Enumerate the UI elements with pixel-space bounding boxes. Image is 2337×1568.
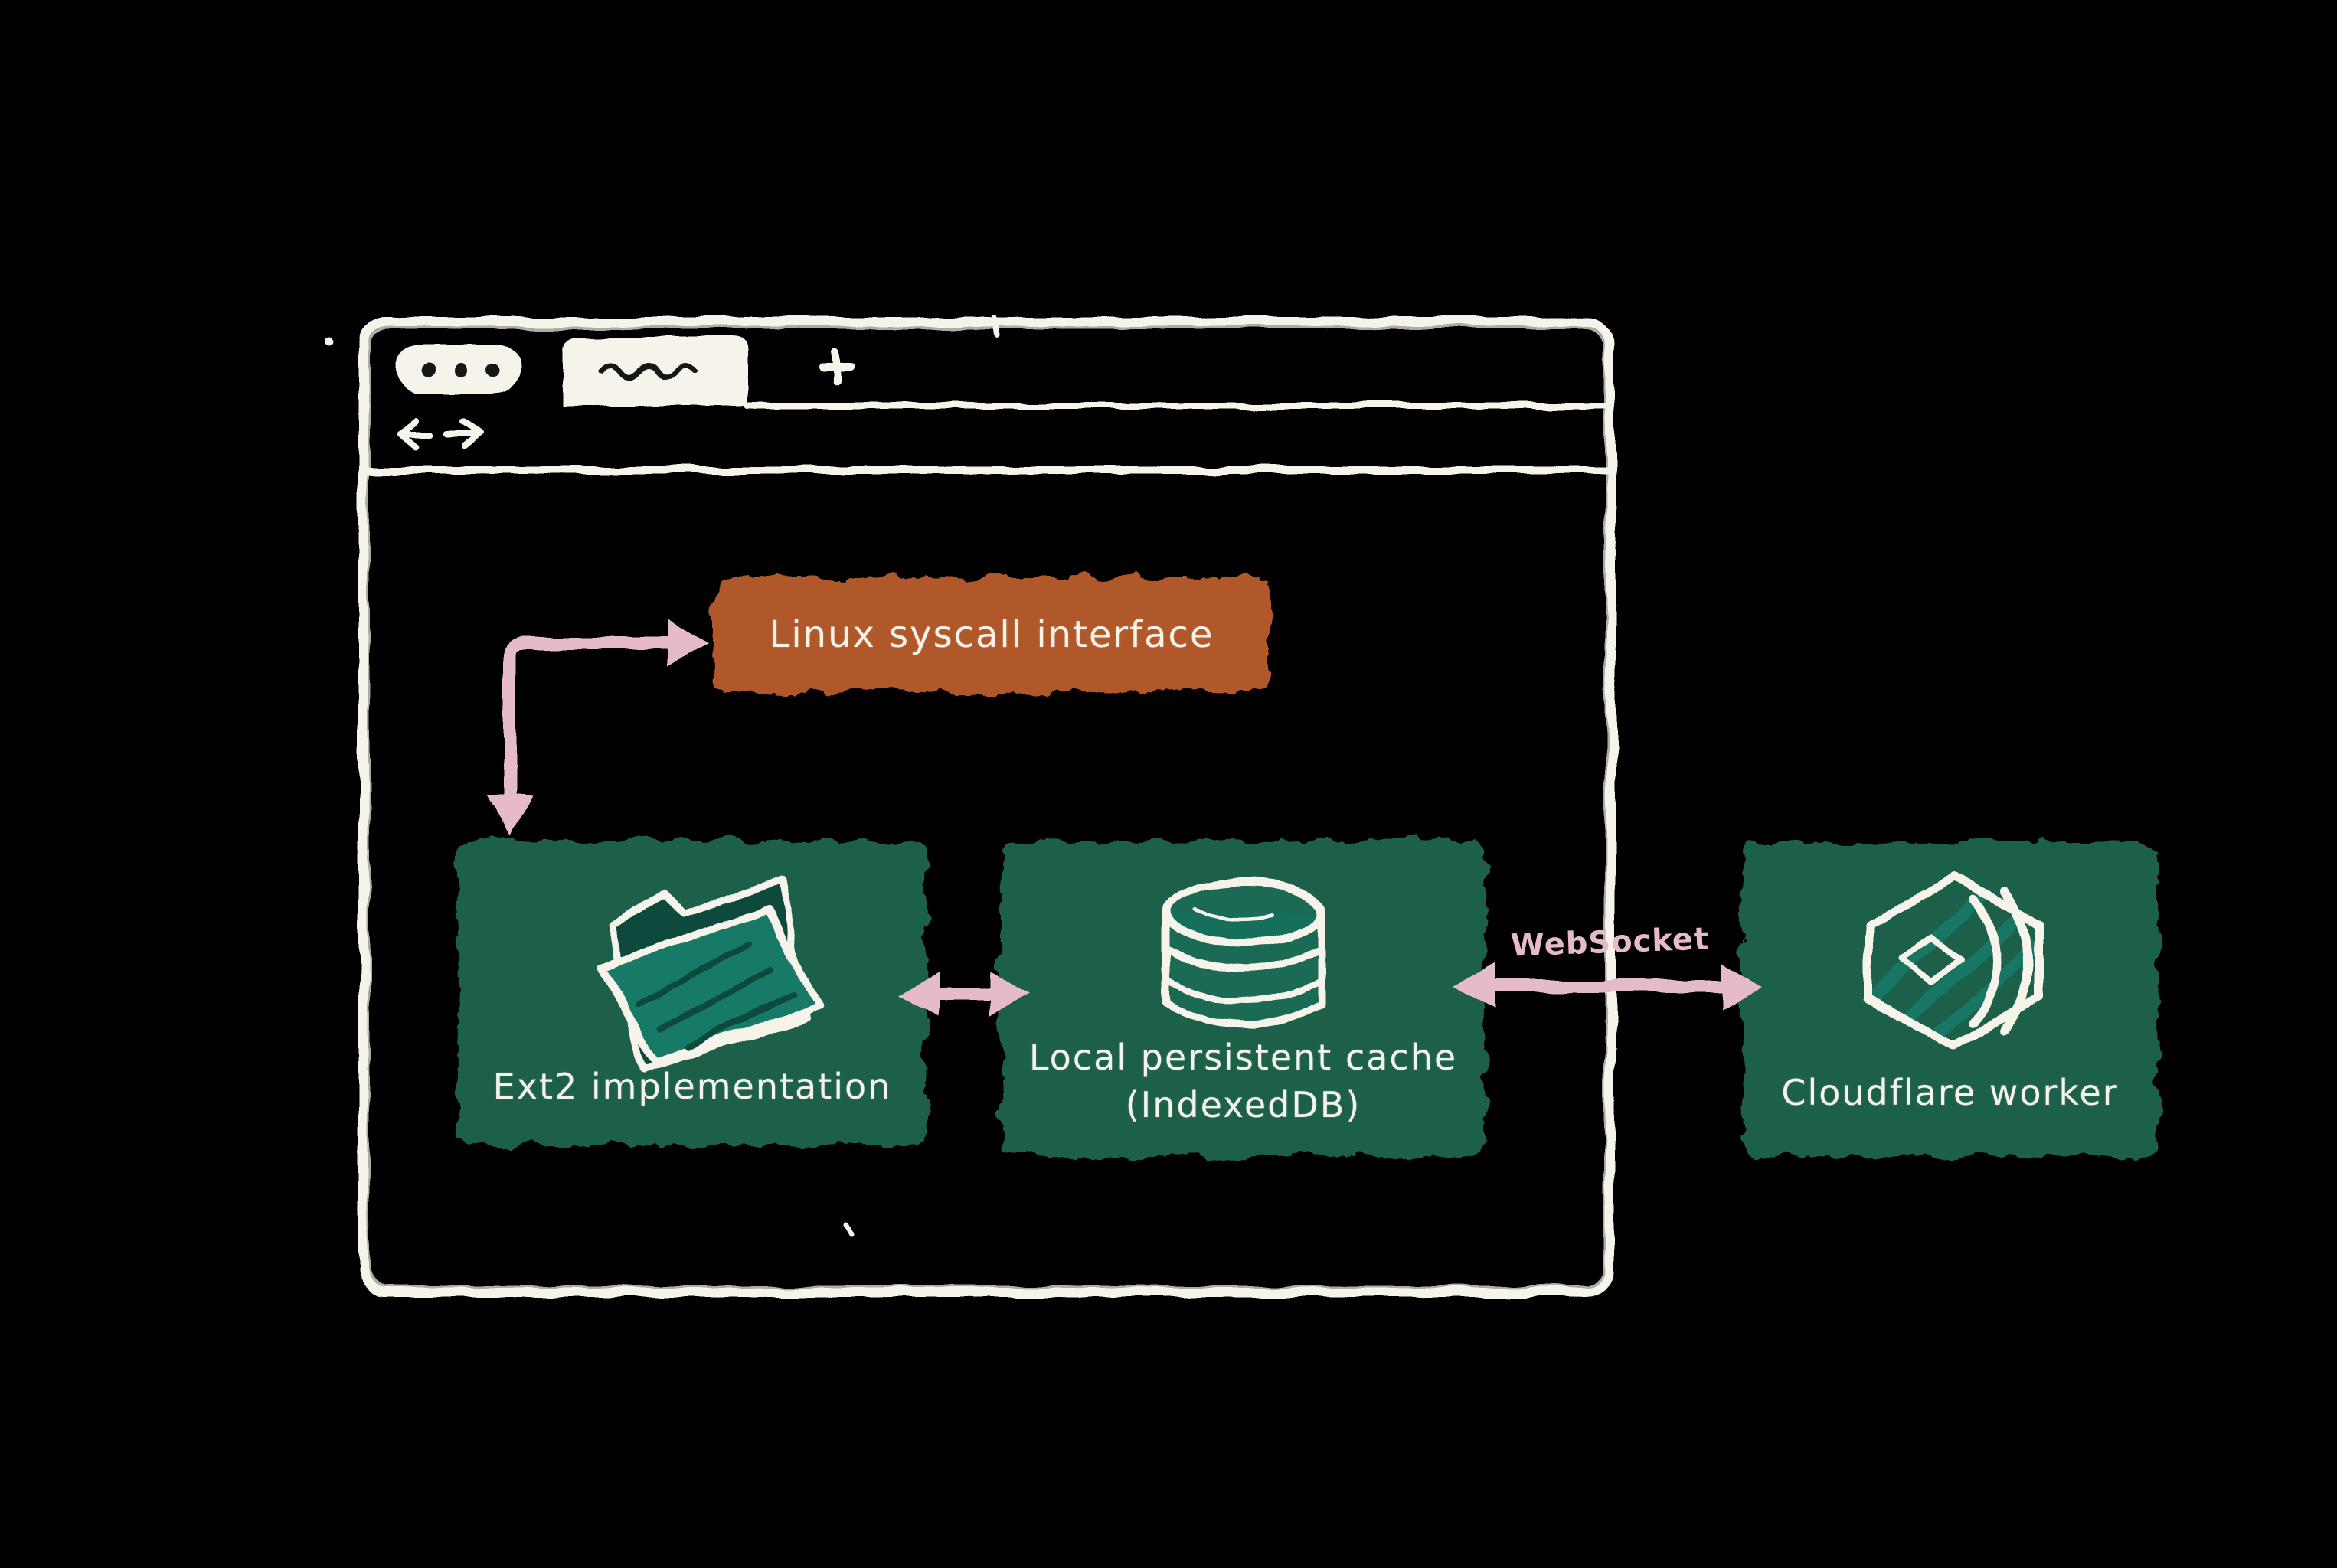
arrow-ext2-syscall (487, 620, 709, 838)
arrowhead-down (487, 796, 533, 838)
cloudflare-workers-icon (1864, 873, 2044, 1049)
back-icon (395, 418, 433, 449)
arrow-ext2-cache (899, 971, 1031, 1017)
workers-diamond (1901, 936, 1963, 986)
browser-window-frame (358, 317, 1616, 1297)
forward-icon (444, 418, 484, 449)
database-icon (1163, 878, 1327, 1030)
arrowhead-right (989, 971, 1031, 1017)
traffic-dot (422, 362, 436, 376)
node-icons (598, 873, 2044, 1074)
syscall-label: Linux syscall interface (769, 613, 1214, 656)
workers-chevron-inner (1969, 896, 2001, 1026)
arrow-cache-worker (1453, 963, 1763, 1009)
tab-title-scribble (599, 362, 697, 379)
database-rings (1163, 944, 1327, 1004)
arrowhead-left (1453, 963, 1495, 1009)
arrows (487, 620, 1763, 1017)
database-highlight (1192, 907, 1275, 921)
worker-label: Cloudflare worker (1781, 1072, 2119, 1113)
cache-label-line1: Local persistent cache (1028, 1037, 1458, 1078)
chalk-speck (993, 315, 1000, 338)
folder-icon (598, 877, 824, 1074)
folder-front (598, 906, 824, 1067)
traffic-lights-icon (396, 345, 521, 394)
browser-window-frame-sketch (365, 325, 1609, 1290)
arrowhead-left (899, 971, 940, 1017)
workers-hexagon (1864, 873, 2044, 1049)
database-top (1163, 878, 1327, 947)
worker-box (1741, 842, 2159, 1156)
traffic-dot (486, 362, 500, 376)
syscall-box (714, 577, 1270, 692)
cache-label: Local persistent cache (IndexedDB) (1001, 1034, 1486, 1129)
ext2-label: Ext2 implementation (492, 1066, 892, 1107)
cache-label-line2: (IndexedDB) (1125, 1084, 1361, 1125)
workers-chevron-outer (2000, 887, 2035, 1035)
chalk-speck (327, 339, 335, 347)
arrowhead-right (668, 620, 709, 666)
folder-hatch (636, 941, 796, 1051)
chalk-speck (845, 1223, 855, 1237)
browser-window (327, 315, 1616, 1297)
new-tab-icon (817, 348, 854, 384)
arrowhead-right (1721, 963, 1763, 1009)
traffic-dot (454, 362, 468, 376)
